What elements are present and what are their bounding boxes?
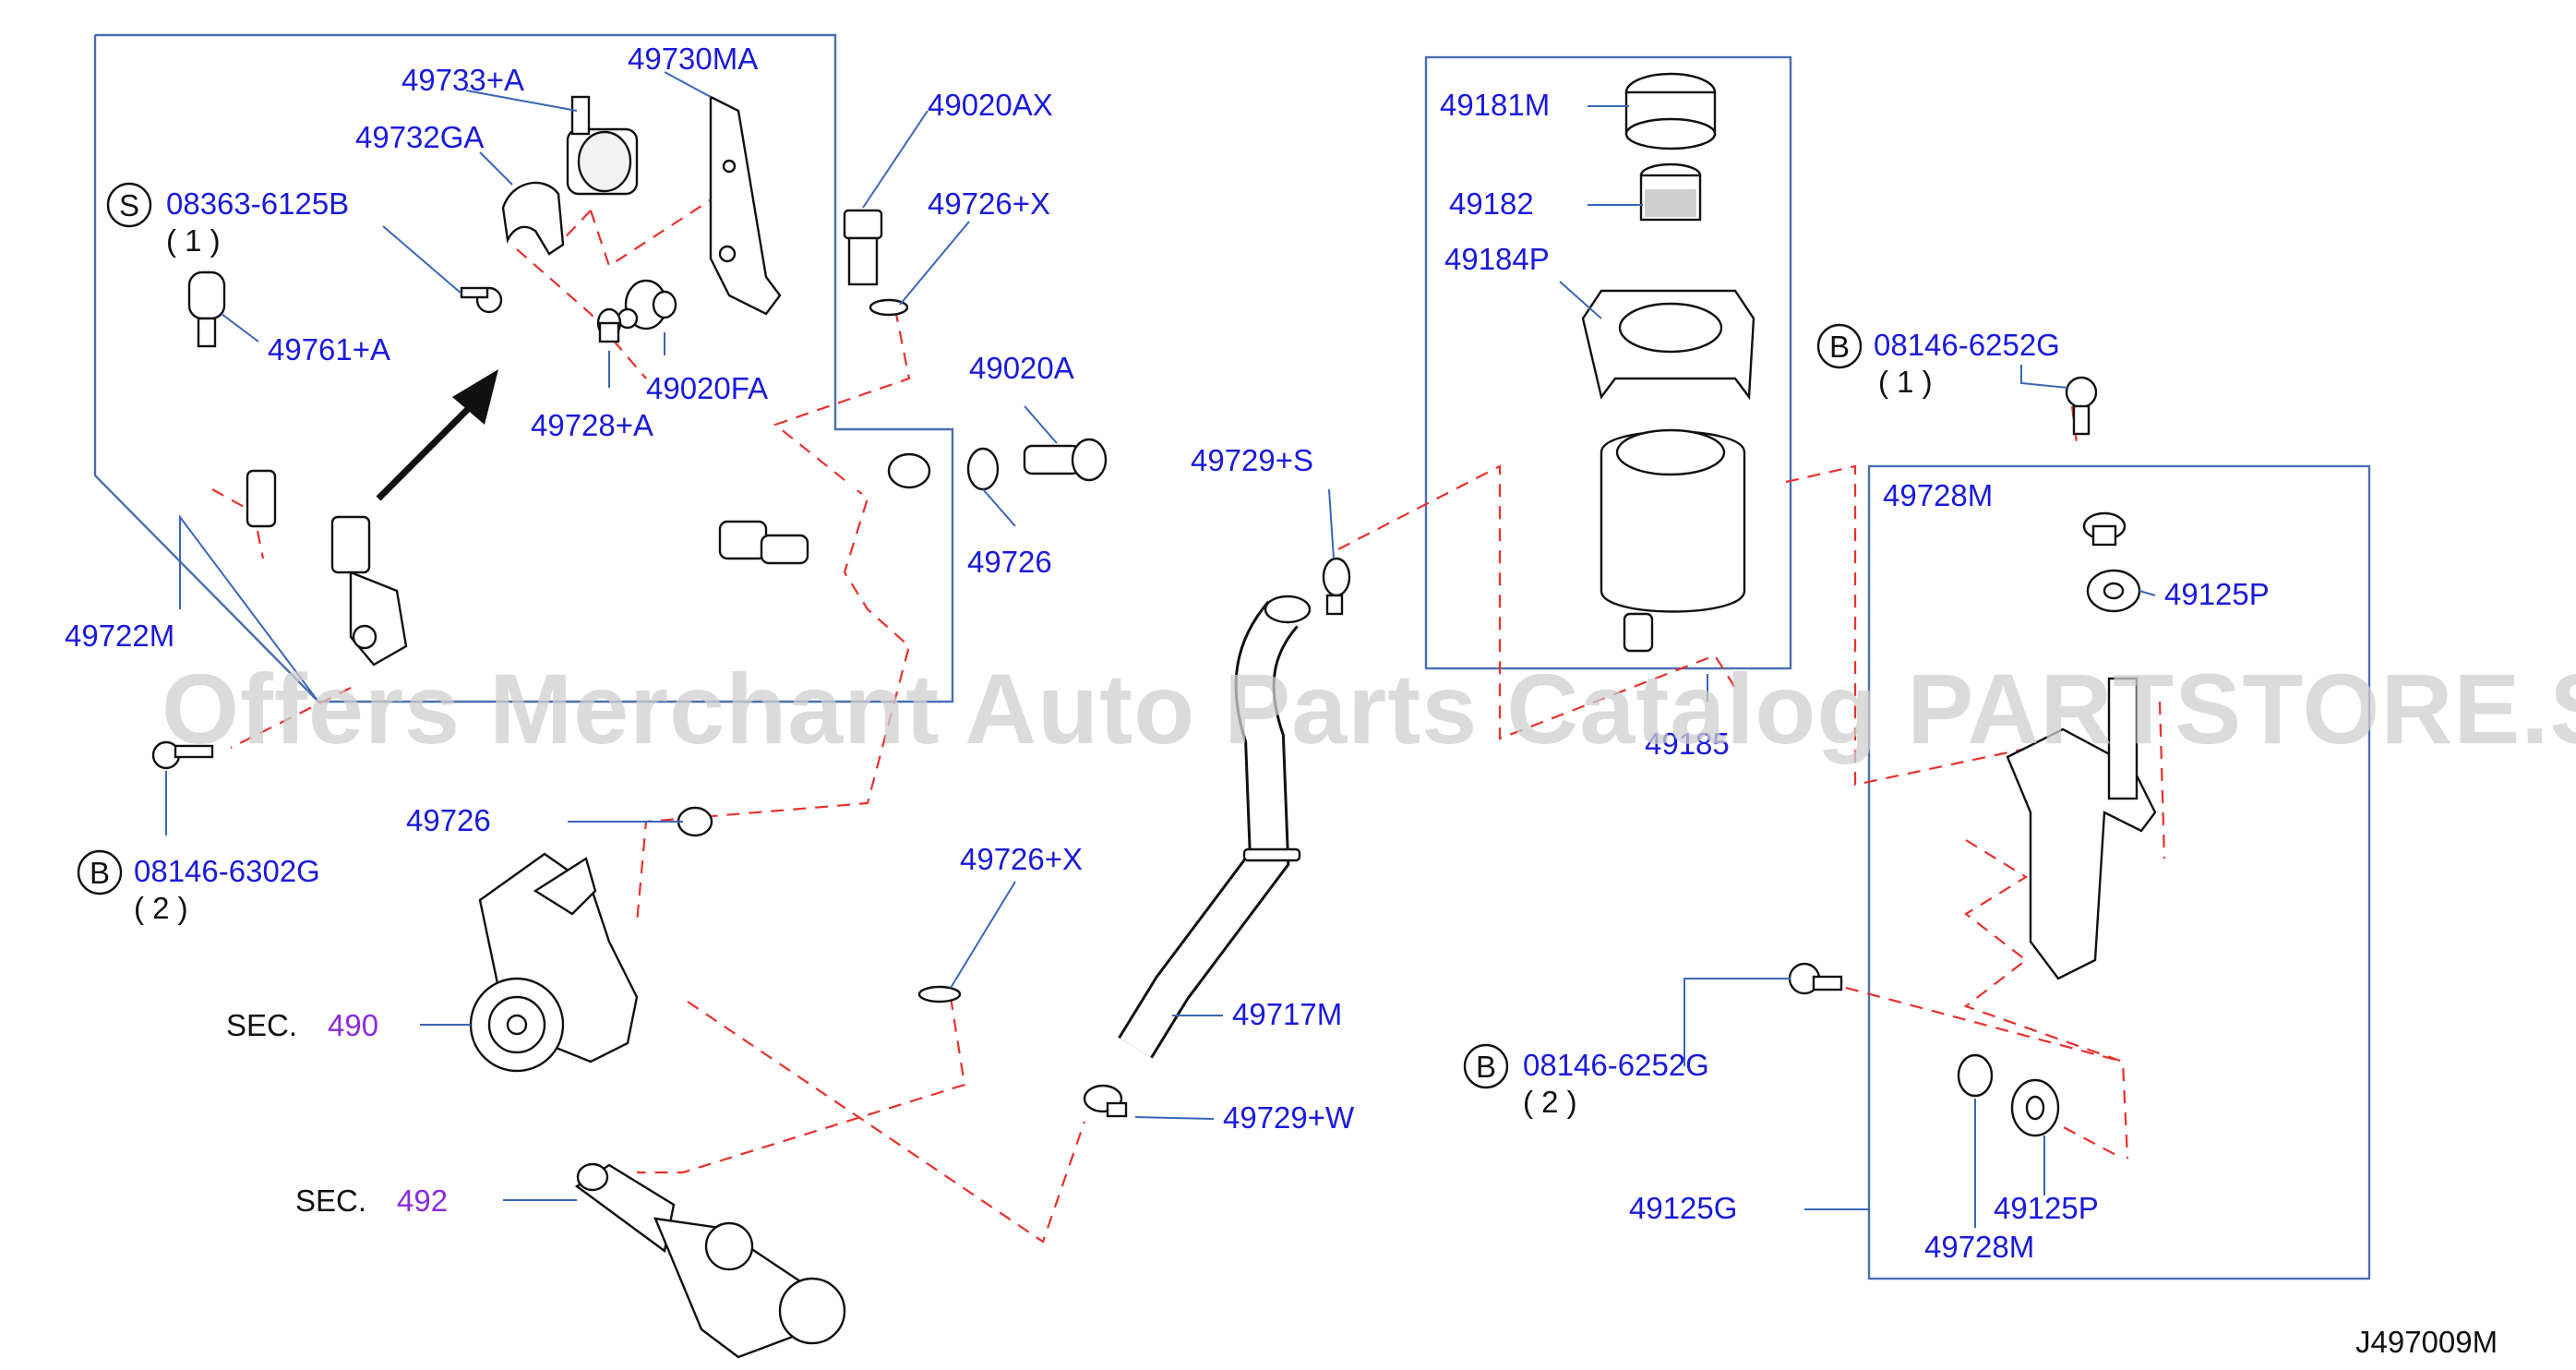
svg-text:S: S [119, 188, 139, 222]
part-grommet-49020fa[interactable] [617, 279, 677, 330]
label-49733a[interactable]: 49733+A [401, 63, 524, 97]
frame-left-assembly [93, 33, 954, 703]
svg-text:B: B [90, 856, 110, 890]
part-strainer-49182[interactable] [1639, 162, 1702, 222]
label-qty-1a: ( 1 ) [166, 223, 221, 258]
return-hose-49717m[interactable] [1118, 595, 1312, 1059]
part-union-bolt-49020a[interactable] [1023, 438, 1108, 482]
label-qty-1b: ( 1 ) [1878, 365, 1933, 399]
part-washer-49726-lower[interactable] [677, 806, 713, 837]
label-49125g[interactable]: 49125G [1629, 1191, 1737, 1225]
label-49020a[interactable]: 49020A [969, 351, 1074, 385]
label-49181m[interactable]: 49181M [1440, 88, 1550, 122]
label-sec-492: SEC. [295, 1184, 366, 1218]
label-49728a[interactable]: 49728+A [531, 408, 653, 442]
pressure-pipe[interactable] [213, 374, 931, 667]
label-49125p-upper[interactable]: 49125P [2164, 577, 2270, 611]
badge-b-left: B [77, 849, 123, 895]
svg-text:B: B [1829, 330, 1850, 364]
part-reservoir-tank[interactable] [1600, 428, 1746, 653]
label-49726x-lower[interactable]: 49726+X [960, 842, 1083, 876]
label-sec-490: SEC. [226, 1008, 297, 1042]
watermark: Offers Merchant Auto Parts Catalog PARTS… [162, 653, 2576, 764]
part-washer-49726x-upper[interactable] [869, 298, 909, 317]
frame-reservoir [1424, 55, 1792, 670]
part-cap-49181m[interactable] [1624, 72, 1717, 150]
part-bracket-49125g[interactable] [2006, 677, 2157, 980]
label-49717m[interactable]: 49717M [1232, 997, 1342, 1031]
label-08146-6252g-upper[interactable]: 08146-6252G [1874, 328, 2060, 362]
label-49732ga[interactable]: 49732GA [355, 120, 484, 154]
part-insulator-49125p-lower[interactable] [2010, 1078, 2060, 1137]
label-49185[interactable]: 49185 [1645, 727, 1730, 761]
label-49728m-upper[interactable]: 49728M [1883, 478, 1993, 512]
leader-lines [165, 71, 2156, 1228]
label-49761a[interactable]: 49761+A [268, 332, 390, 367]
part-steering-gear [574, 1162, 846, 1359]
label-49726-upper[interactable]: 49726 [967, 545, 1052, 579]
badge-b-right-upper: B [1816, 323, 1863, 369]
label-08146-6302g[interactable]: 08146-6302G [134, 854, 320, 888]
label-49730ma[interactable]: 49730MA [628, 42, 758, 76]
label-49020fa[interactable]: 49020FA [646, 371, 768, 405]
diagram-code: J497009M [2355, 1325, 2498, 1359]
part-insulator-49125p-upper[interactable] [2086, 569, 2141, 613]
link-sec-490[interactable]: 490 [328, 1008, 378, 1042]
label-49726-lower[interactable]: 49726 [406, 803, 491, 837]
part-bolt-08146-6252g-upper[interactable] [2065, 376, 2098, 436]
label-49125p-lower[interactable]: 49125P [1994, 1191, 2099, 1225]
part-bushing-49733a[interactable] [566, 95, 639, 196]
link-sec-492[interactable]: 492 [397, 1184, 448, 1218]
direction-arrow [376, 369, 498, 501]
part-clamp-49729s[interactable] [1322, 557, 1351, 616]
label-49729s[interactable]: 49729+S [1191, 443, 1313, 477]
badge-s: S [106, 182, 152, 228]
svg-text:B: B [1476, 1050, 1496, 1084]
part-bolt-08146-6252g-lower[interactable] [1788, 962, 1843, 995]
part-washer-49726-upper[interactable] [966, 447, 1000, 491]
label-08363-6125b[interactable]: 08363-6125B [166, 186, 349, 221]
part-bracket-49184p[interactable] [1581, 289, 1755, 401]
label-49729w[interactable]: 49729+W [1223, 1100, 1355, 1135]
part-clamp-49729w[interactable] [1083, 1084, 1128, 1118]
part-fitting-49761a[interactable] [187, 270, 226, 348]
label-49722m[interactable]: 49722M [65, 619, 174, 653]
label-49728m-lower[interactable]: 49728M [1924, 1230, 2034, 1264]
part-collar-49728m-upper[interactable] [2082, 511, 2127, 547]
part-bracket-49730ma[interactable] [709, 95, 782, 316]
label-qty-2b: ( 2 ) [1523, 1085, 1577, 1119]
frame-bracket [1867, 464, 2371, 1280]
label-08146-6252g-lower[interactable]: 08146-6252G [1523, 1048, 1709, 1082]
badge-b-right-lower: B [1463, 1043, 1509, 1089]
part-washer-49726x-lower[interactable] [917, 985, 962, 1003]
label-49020ax[interactable]: 49020AX [928, 88, 1053, 122]
label-49726x-upper[interactable]: 49726+X [928, 186, 1050, 221]
label-49182[interactable]: 49182 [1449, 186, 1534, 221]
part-bolt-08146-6302g[interactable] [151, 740, 214, 770]
part-clamp-49732ga[interactable] [501, 181, 565, 256]
part-collar-49728a[interactable] [596, 307, 622, 343]
label-qty-2a: ( 2 ) [134, 891, 188, 925]
part-collar-49728m-lower[interactable] [1957, 1053, 1994, 1098]
part-bolt-08363[interactable] [460, 286, 503, 314]
label-49184p[interactable]: 49184P [1444, 242, 1550, 276]
part-power-steering-pump [469, 852, 639, 1073]
part-union-bolt-49020ax[interactable] [843, 209, 883, 286]
